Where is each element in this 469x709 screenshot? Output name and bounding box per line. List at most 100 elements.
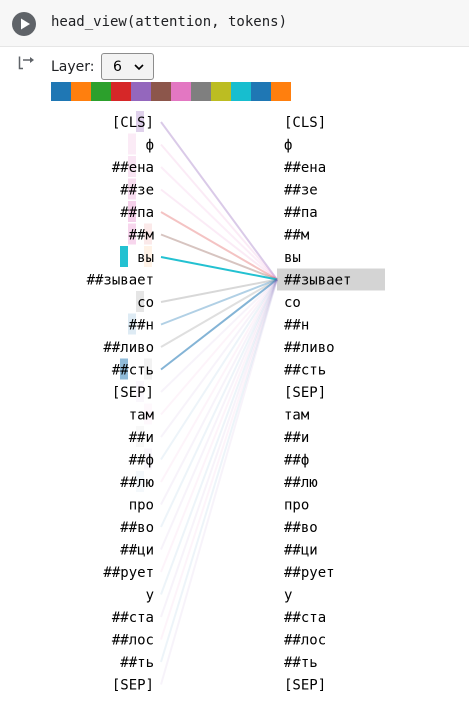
left-token[interactable]: ##ть bbox=[120, 655, 154, 671]
left-token[interactable]: ##ци bbox=[120, 543, 154, 559]
attention-line bbox=[160, 278, 278, 371]
selected-token-highlight bbox=[277, 268, 385, 291]
run-cell-button[interactable] bbox=[12, 12, 36, 36]
attention-line bbox=[160, 256, 278, 281]
right-token[interactable]: ##сть bbox=[284, 363, 326, 379]
right-token[interactable]: ##ста bbox=[284, 610, 326, 626]
left-attn-cell bbox=[144, 246, 152, 267]
right-token[interactable]: ##н bbox=[284, 318, 309, 334]
attention-line bbox=[160, 279, 278, 528]
right-token[interactable]: ##ть bbox=[284, 655, 318, 671]
left-token[interactable]: ##ена bbox=[112, 160, 154, 176]
attention-line bbox=[160, 279, 278, 550]
left-attn-cell bbox=[120, 358, 128, 380]
left-token[interactable]: ##зе bbox=[120, 183, 154, 199]
left-attn-cell bbox=[128, 313, 136, 335]
left-attn-cell bbox=[120, 246, 128, 267]
attention-line bbox=[160, 278, 278, 438]
code-cell[interactable]: head_view(attention, tokens) bbox=[0, 0, 469, 47]
attention-line bbox=[160, 278, 278, 303]
right-token[interactable]: ##м bbox=[284, 228, 310, 244]
left-token[interactable]: ##лю bbox=[120, 475, 154, 491]
left-token[interactable]: ##па bbox=[120, 205, 154, 221]
head-selector[interactable] bbox=[51, 82, 291, 101]
attention-line bbox=[160, 278, 278, 416]
right-token[interactable]: у bbox=[284, 588, 292, 604]
right-token[interactable]: [SEP] bbox=[284, 385, 326, 401]
attention-line bbox=[160, 279, 278, 640]
right-token[interactable]: ##рует bbox=[284, 565, 335, 581]
right-token[interactable]: про bbox=[284, 498, 309, 514]
head-swatch-6[interactable] bbox=[151, 82, 171, 101]
right-token[interactable]: ф bbox=[284, 138, 292, 154]
right-token[interactable]: ##ена bbox=[284, 160, 326, 176]
head-swatch-8[interactable] bbox=[191, 82, 211, 101]
left-token[interactable]: ##ливо bbox=[103, 340, 154, 356]
right-token[interactable]: со bbox=[284, 295, 301, 311]
code-text[interactable]: head_view(attention, tokens) bbox=[51, 14, 288, 30]
head-swatch-1[interactable] bbox=[51, 82, 71, 101]
left-token[interactable]: ##м bbox=[129, 228, 155, 244]
left-token[interactable]: про bbox=[129, 498, 154, 514]
left-attn-cell bbox=[128, 178, 136, 200]
right-token[interactable]: ##зывает bbox=[284, 273, 351, 289]
right-token[interactable]: вы bbox=[284, 250, 301, 266]
left-attn-cell bbox=[136, 426, 144, 447]
left-token[interactable]: у bbox=[146, 588, 154, 604]
left-token[interactable]: ф bbox=[146, 138, 154, 154]
left-attn-cell bbox=[128, 223, 136, 245]
head-swatch-4[interactable] bbox=[111, 82, 131, 101]
left-token[interactable]: [SEP] bbox=[112, 385, 154, 401]
right-token[interactable]: ##ф bbox=[284, 453, 309, 469]
left-attn-cell bbox=[144, 448, 152, 470]
head-swatch-11[interactable] bbox=[251, 82, 271, 101]
play-icon bbox=[21, 18, 30, 30]
head-swatch-5[interactable] bbox=[131, 82, 151, 101]
right-token[interactable]: там bbox=[284, 408, 310, 424]
attention-line bbox=[160, 143, 278, 281]
left-token[interactable]: вы bbox=[137, 250, 154, 266]
right-token[interactable]: ##па bbox=[284, 205, 318, 221]
right-token[interactable]: [CLS] bbox=[284, 115, 326, 131]
left-token[interactable]: ##во bbox=[120, 520, 154, 536]
head-swatch-9[interactable] bbox=[211, 82, 231, 101]
left-token[interactable]: там bbox=[129, 408, 155, 424]
left-token[interactable]: [SEP] bbox=[112, 678, 154, 694]
left-token[interactable]: со bbox=[137, 295, 154, 311]
left-token[interactable]: ##и bbox=[129, 430, 154, 446]
left-attn-cell bbox=[136, 381, 144, 402]
left-token[interactable]: ##ф bbox=[129, 453, 154, 469]
right-token[interactable]: ##ци bbox=[284, 543, 318, 559]
left-token[interactable]: ##сть bbox=[112, 363, 154, 379]
left-attn-cell bbox=[128, 156, 136, 177]
attention-line bbox=[160, 166, 278, 281]
attention-line bbox=[160, 278, 278, 393]
layer-select[interactable]: 6 bbox=[101, 53, 154, 80]
chevron-down-icon bbox=[134, 64, 144, 71]
right-token[interactable]: ##и bbox=[284, 430, 309, 446]
right-token[interactable]: ##лос bbox=[284, 633, 326, 649]
right-token[interactable]: ##ливо bbox=[284, 340, 335, 356]
right-token[interactable]: ##лю bbox=[284, 475, 318, 491]
attention-line bbox=[160, 121, 278, 281]
attention-line bbox=[160, 279, 278, 573]
attention-line bbox=[160, 278, 278, 348]
left-token[interactable]: ##н bbox=[129, 318, 154, 334]
left-token[interactable]: ##ста bbox=[112, 610, 154, 626]
right-token[interactable]: ##зе bbox=[284, 183, 318, 199]
left-token[interactable]: ##рует bbox=[103, 565, 154, 581]
head-swatch-12[interactable] bbox=[271, 82, 291, 101]
left-token[interactable]: ##лос bbox=[112, 633, 154, 649]
left-token[interactable]: [CLS] bbox=[112, 115, 154, 131]
head-swatch-2[interactable] bbox=[71, 82, 91, 101]
attention-line bbox=[160, 279, 278, 663]
attention-line bbox=[160, 278, 278, 326]
output-arrow-icon bbox=[18, 56, 34, 70]
head-swatch-7[interactable] bbox=[171, 82, 191, 101]
head-swatch-3[interactable] bbox=[91, 82, 111, 101]
left-token[interactable]: ##зывает bbox=[87, 273, 154, 289]
right-token[interactable]: ##во bbox=[284, 520, 318, 536]
right-token[interactable]: [SEP] bbox=[284, 678, 326, 694]
attention-line bbox=[160, 233, 278, 281]
head-swatch-10[interactable] bbox=[231, 82, 251, 101]
